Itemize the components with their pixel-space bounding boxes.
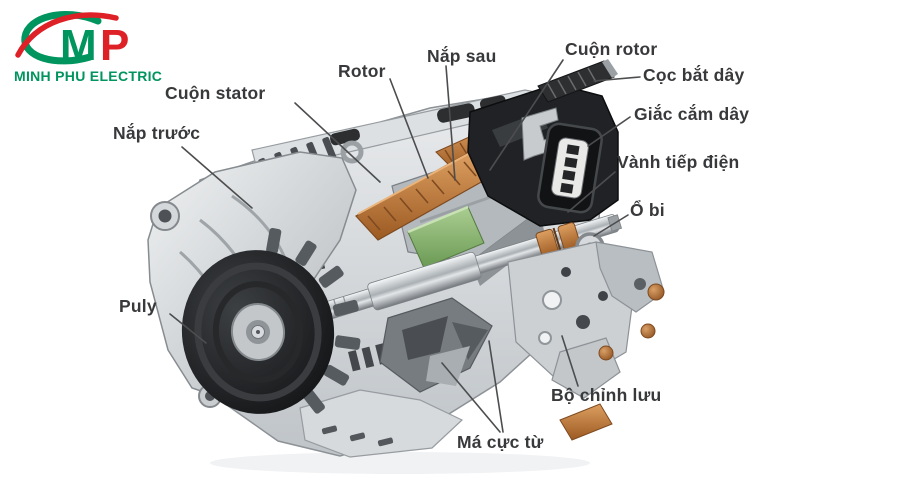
leader-bo-chinh-luu [561, 335, 579, 387]
logo-swirl-green [21, 11, 102, 65]
leader-nap-truoc [181, 146, 253, 209]
claw-poles [379, 297, 493, 393]
bottom-frame [299, 389, 464, 458]
part-label-vanh-tiep-dien: Vành tiếp điện [617, 152, 740, 172]
lifting-loop [340, 140, 364, 164]
leader-coc-bat-day [593, 76, 641, 82]
ground-shadow [210, 452, 590, 474]
logo-letter-p: P [100, 21, 129, 70]
shaft [284, 214, 623, 332]
terminal-stud [537, 59, 618, 103]
part-label-bo-chinh-luu: Bộ chỉnh lưu [551, 385, 662, 405]
part-label-cuon-stator: Cuộn stator [165, 83, 266, 103]
leader-vanh-tiep-dien [567, 171, 616, 213]
part-label-nap-truoc: Nắp trước [113, 123, 201, 143]
leader-o-bi [593, 214, 629, 237]
part-label-cuon-rotor: Cuộn rotor [565, 39, 658, 59]
wire-connector-socket [537, 122, 603, 214]
part-label-nap-sau: Nắp sau [427, 46, 497, 66]
slip-rings [535, 222, 581, 259]
leader-puly [169, 313, 207, 344]
leader-cuon-stator [294, 102, 381, 183]
part-label-ma-cuc-tu: Má cực từ [457, 432, 544, 452]
logo-swoosh-red [15, 12, 119, 58]
company-logo: M P MINH PHU ELECTRIC [14, 11, 162, 84]
part-label-coc-bat-day: Cọc bắt dây [643, 65, 745, 85]
logo-letter-m: M [60, 21, 97, 70]
part-label-giac-cam-day: Giắc cắm dây [634, 104, 750, 124]
part-label-o-bi: Ổ bi [630, 200, 665, 220]
leader-lines [169, 59, 641, 433]
pulley [181, 250, 335, 414]
rectifier-assembly [507, 241, 665, 399]
leader-cuon-rotor [489, 59, 564, 171]
leader-ma-cuc-tu-2 [488, 340, 504, 433]
part-label-rotor: Rotor [338, 61, 386, 81]
leader-rotor [389, 78, 429, 179]
leader-nap-sau [445, 65, 456, 181]
part-label-puly: Puly [119, 296, 157, 316]
stator-winding-copper [355, 151, 613, 441]
leader-ma-cuc-tu-1 [441, 362, 501, 433]
cooling-fan-fins [266, 227, 361, 414]
leader-giac-cam-day [587, 116, 631, 147]
logo-wordmark: MINH PHU ELECTRIC [14, 68, 162, 84]
